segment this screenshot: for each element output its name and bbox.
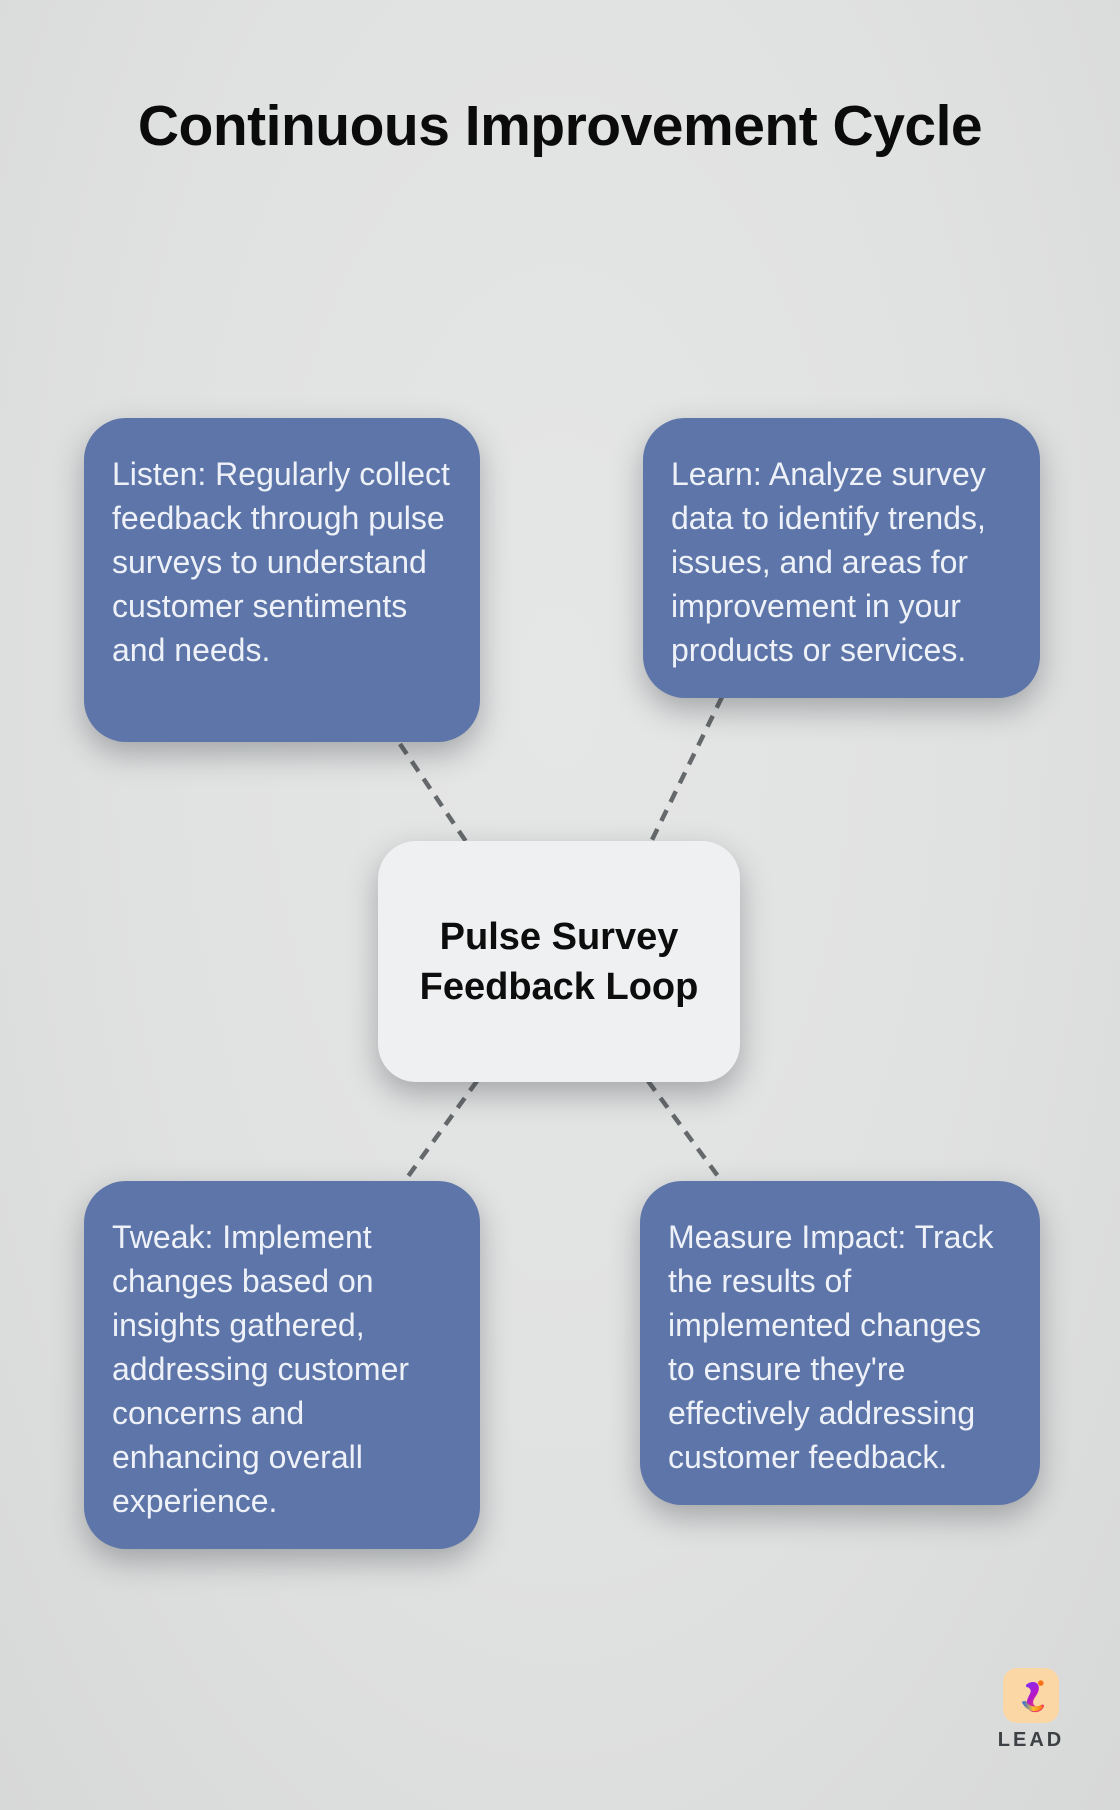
connector-center-tweak [402, 1079, 479, 1184]
connector-listen-center [398, 742, 469, 845]
brand-logo: LEAD [985, 1668, 1077, 1752]
lead-swoosh-icon [1003, 1668, 1059, 1723]
center-node: Pulse Survey Feedback Loop [378, 841, 740, 1082]
node-learn: Learn: Analyze survey data to identify t… [643, 418, 1040, 698]
connector-learn-center [648, 696, 725, 843]
brand-name: LEAD [997, 1729, 1065, 1751]
node-measure-text: Measure Impact: Track the results of imp… [668, 1219, 994, 1475]
page-title: Continuous Improvement Cycle [137, 94, 983, 158]
node-listen-text: Listen: Regularly collect feedback throu… [112, 456, 450, 668]
center-node-label: Pulse Survey Feedback Loop [419, 915, 699, 1008]
connector-center-measure [646, 1079, 725, 1185]
node-tweak-text: Tweak: Implement changes based on insigh… [112, 1219, 410, 1519]
node-tweak: Tweak: Implement changes based on insigh… [84, 1181, 480, 1549]
node-listen: Listen: Regularly collect feedback throu… [84, 418, 480, 742]
node-measure: Measure Impact: Track the results of imp… [640, 1181, 1040, 1505]
node-learn-text: Learn: Analyze survey data to identify t… [671, 456, 986, 668]
